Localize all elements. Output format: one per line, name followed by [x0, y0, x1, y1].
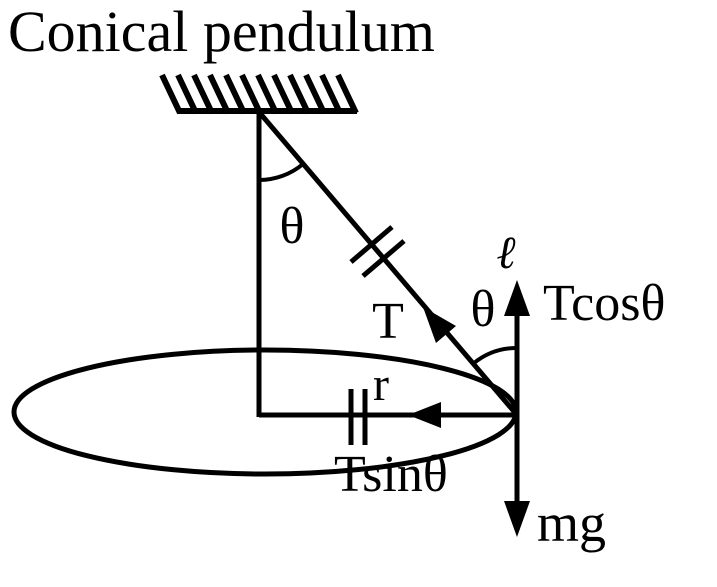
tcos-arrowhead	[504, 280, 530, 316]
angle-label-top: θ	[280, 198, 305, 255]
centripetal-arrowhead	[408, 402, 441, 428]
tension-label: T	[372, 293, 404, 350]
mg-arrowhead	[504, 501, 530, 537]
tcos-label: Tcosθ	[543, 275, 665, 332]
tsin-label: Tsinθ	[334, 446, 448, 503]
pendulum-string	[257, 110, 519, 417]
radius-equal-ticks	[348, 389, 368, 445]
string-equal-ticks	[349, 225, 406, 278]
radius-label: r	[373, 358, 389, 411]
string-length-label: ℓ	[496, 227, 516, 278]
angle-arc-bob	[472, 345, 518, 365]
weight-label: mg	[537, 493, 606, 553]
angle-label-bob: θ	[471, 281, 496, 338]
angle-arc-top	[258, 162, 305, 183]
tension-arrowhead	[423, 307, 456, 343]
ceiling-hatching	[159, 73, 359, 115]
figure-title: Conical pendulum	[8, 0, 435, 64]
